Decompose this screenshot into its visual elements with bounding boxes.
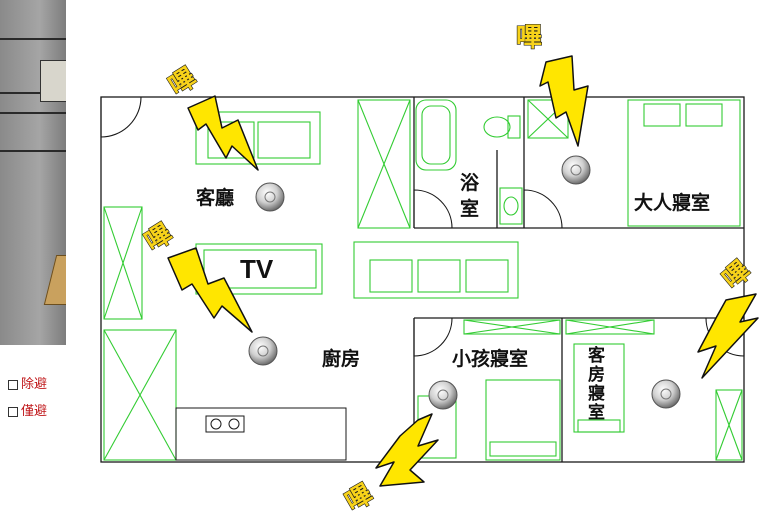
door-kids <box>413 317 453 357</box>
room-label-master-bedroom: 大人寢室 <box>634 192 711 214</box>
closet-left <box>103 206 143 320</box>
room-label-living: 客廳 <box>196 187 235 209</box>
bathtub <box>415 99 457 171</box>
room-label-guest-bedroom: 客房寢室 <box>584 346 604 422</box>
outer-wall <box>100 96 745 463</box>
door-master <box>523 189 563 229</box>
smoke-detector-icon <box>561 155 591 185</box>
stove-icon <box>205 415 245 433</box>
door-bathroom <box>413 189 453 229</box>
option-label-1: 除避 <box>21 377 48 392</box>
beep-label: 嗶 <box>341 479 379 518</box>
option-row-2[interactable]: 僅避 <box>8 404 75 420</box>
lightning-bolt-icon <box>539 55 589 147</box>
room-label-kids-bedroom: 小孩寢室 <box>452 348 529 370</box>
smoke-detector-icon <box>651 379 681 409</box>
counter <box>175 407 347 461</box>
lightning-bolts <box>167 55 759 487</box>
beep-label: 嗶 <box>140 219 178 258</box>
room-label-bath-2: 室 <box>460 198 480 220</box>
beep-label: 嗶 <box>164 63 202 102</box>
bed-kids <box>485 379 561 461</box>
beep-label: 嗶 <box>516 23 542 53</box>
smoke-detectors <box>248 155 681 410</box>
bed-master <box>627 99 741 227</box>
option-label-2: 僅避 <box>21 404 48 419</box>
lightning-bolt-icon <box>187 95 259 171</box>
lightning-bolt-icon <box>167 247 253 333</box>
room-label-kitchen: 廚房 <box>322 348 361 370</box>
photo-door-panel <box>40 60 66 102</box>
checkbox-icon[interactable] <box>8 407 18 417</box>
smoke-detector-icon <box>248 336 278 366</box>
sofa-center <box>353 241 519 299</box>
door-entrance <box>100 96 142 138</box>
kitchen-cabinet <box>103 329 177 461</box>
cropped-photo-panel <box>0 0 66 345</box>
sink <box>499 187 523 225</box>
cabinet-x-1 <box>357 99 411 229</box>
kitchen-counter <box>175 407 347 461</box>
room-label-tv: TV <box>240 254 274 284</box>
beep-label: 嗶 <box>717 256 756 296</box>
smoke-detector-icon <box>428 380 458 410</box>
furniture <box>103 99 743 461</box>
wardrobe-kids <box>463 319 561 335</box>
sofa-top <box>195 111 321 165</box>
wardrobe-guest <box>565 319 655 335</box>
lightning-bolt-icon <box>697 293 759 379</box>
option-row-1[interactable]: 除避 <box>8 377 75 393</box>
cabinet-guest <box>715 389 743 461</box>
smoke-detector-icon <box>255 182 285 212</box>
lightning-bolt-icon <box>375 413 439 487</box>
room-label-bath-1: 浴 <box>460 172 480 194</box>
toilet <box>507 115 521 139</box>
checkbox-icon[interactable] <box>8 380 18 390</box>
